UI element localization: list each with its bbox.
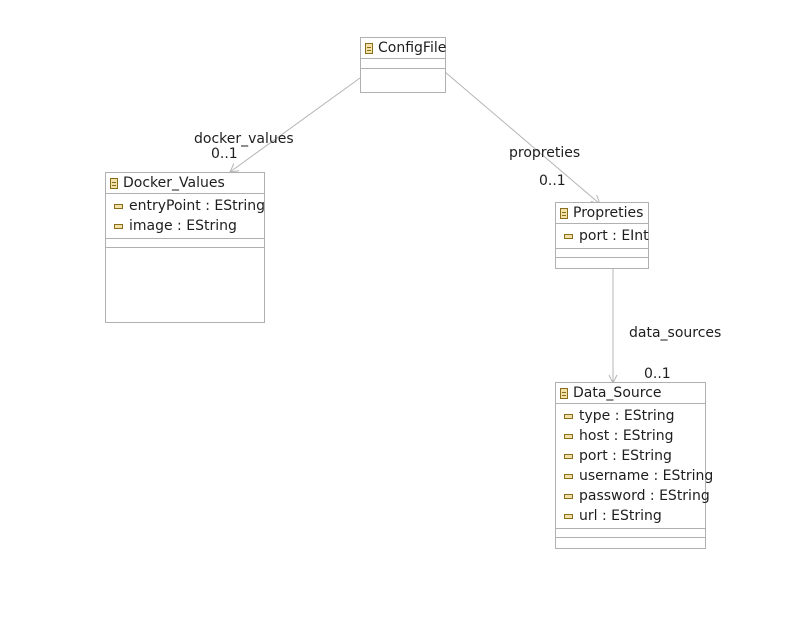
class-configfile-header[interactable]: ConfigFile [361, 38, 447, 58]
class-propreties-name: Propreties [573, 205, 644, 221]
class-propreties-separator [556, 248, 648, 257]
eclass-icon [560, 387, 568, 399]
attribute-label: port : EString [579, 448, 672, 464]
eattribute-icon [564, 453, 573, 459]
eattribute-icon [564, 233, 573, 239]
eclass-icon [110, 177, 118, 189]
class-configfile-name: ConfigFile [378, 40, 447, 56]
attribute-label: host : EString [579, 428, 674, 444]
reference-docker-values-name[interactable]: docker_values [194, 131, 294, 147]
class-propreties-header[interactable]: Propreties [556, 203, 648, 223]
attribute-label: port : EInt [579, 228, 649, 244]
class-data-source-attributes: type : EString host : EString port : ESt… [556, 403, 713, 528]
class-docker-values-name: Docker_Values [123, 175, 225, 191]
class-data-source-operations [556, 537, 705, 538]
class-configfile[interactable]: ConfigFile [360, 37, 446, 93]
attribute-row[interactable]: port : EString [556, 446, 705, 466]
attribute-row[interactable]: entryPoint : EString [106, 196, 266, 216]
class-data-source-name: Data_Source [573, 385, 662, 401]
edge-propreties[interactable] [444, 71, 601, 205]
class-docker-values-separator [106, 238, 264, 247]
eattribute-icon [114, 223, 123, 229]
class-data-source-separator [556, 528, 705, 537]
class-propreties-attributes: port : EInt [556, 223, 649, 248]
eattribute-icon [564, 513, 573, 519]
reference-propreties-multiplicity[interactable]: 0..1 [539, 173, 566, 189]
attribute-label: entryPoint : EString [129, 198, 266, 214]
attribute-row[interactable]: url : EString [556, 506, 705, 526]
attribute-row[interactable]: port : EInt [556, 226, 649, 246]
attribute-row[interactable]: password : EString [556, 486, 710, 506]
class-docker-values-header[interactable]: Docker_Values [106, 173, 264, 193]
class-data-source[interactable]: Data_Source type : EString host : EStrin… [555, 382, 713, 549]
eattribute-icon [114, 203, 123, 209]
class-propreties[interactable]: Propreties port : EInt [555, 202, 649, 269]
eclass-icon [365, 42, 373, 54]
attribute-label: image : EString [129, 218, 237, 234]
class-docker-values-operations [106, 247, 264, 248]
attribute-row[interactable]: username : EString [556, 466, 713, 486]
class-configfile-attributes [361, 58, 445, 68]
attribute-label: password : EString [579, 488, 710, 504]
attribute-label: username : EString [579, 468, 714, 484]
attribute-label: url : EString [579, 508, 662, 524]
edge-docker-values[interactable] [229, 77, 361, 173]
eclass-icon [560, 207, 568, 219]
reference-docker-values-multiplicity[interactable]: 0..1 [211, 146, 238, 162]
class-docker-values[interactable]: Docker_Values entryPoint : EString image… [105, 172, 265, 323]
attribute-row[interactable]: host : EString [556, 426, 705, 446]
class-docker-values-attributes: entryPoint : EString image : EString [106, 193, 266, 238]
reference-data-sources-multiplicity[interactable]: 0..1 [644, 366, 671, 382]
reference-propreties-name[interactable]: propreties [509, 145, 581, 161]
attribute-row[interactable]: image : EString [106, 216, 264, 236]
attribute-row[interactable]: type : EString [556, 406, 705, 426]
class-data-source-header[interactable]: Data_Source [556, 383, 705, 403]
class-configfile-operations [361, 68, 445, 78]
reference-data-sources-name[interactable]: data_sources [629, 325, 722, 341]
attribute-label: type : EString [579, 408, 675, 424]
eattribute-icon [564, 413, 573, 419]
class-propreties-operations [556, 257, 648, 258]
eattribute-icon [564, 433, 573, 439]
eattribute-icon [564, 493, 573, 499]
eattribute-icon [564, 473, 573, 479]
